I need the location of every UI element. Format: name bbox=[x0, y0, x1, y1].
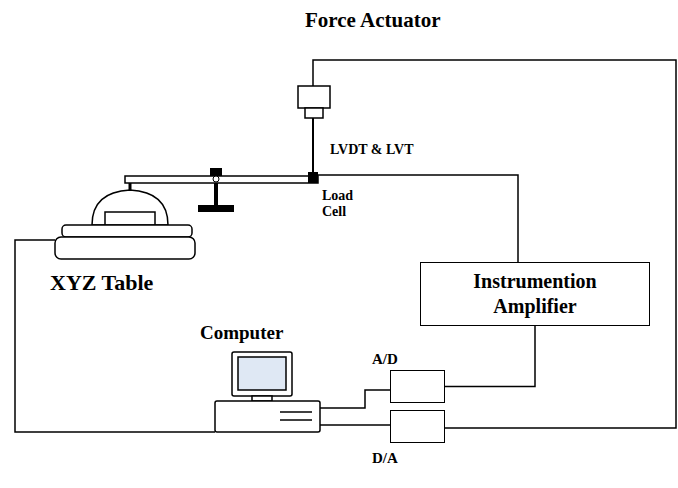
xyz-table bbox=[55, 190, 195, 259]
converter-box: A/D bbox=[372, 350, 445, 403]
converter-outline bbox=[390, 410, 445, 443]
converter-outline bbox=[390, 370, 445, 403]
load-cell-label: Load Cell bbox=[322, 188, 362, 220]
table-wire bbox=[15, 240, 215, 432]
actuator-wire bbox=[313, 60, 676, 428]
computer-da-wire bbox=[320, 424, 390, 426]
box-text: Instrumention Amplifier bbox=[433, 269, 637, 319]
sensor-label: LVDT & LVT bbox=[330, 142, 414, 158]
load-cell-wire bbox=[318, 175, 518, 262]
computer-ad-wire bbox=[320, 390, 390, 408]
converter-label: D/A bbox=[372, 449, 445, 467]
computer-label: Computer bbox=[200, 322, 283, 344]
computer-illustration bbox=[215, 352, 320, 432]
converter-label: A/D bbox=[372, 350, 445, 368]
actuator-label: Force Actuator bbox=[305, 8, 440, 32]
signal-wire bbox=[445, 326, 535, 387]
wires bbox=[15, 60, 676, 432]
force-actuator bbox=[298, 86, 330, 176]
converter-box: D/A bbox=[372, 410, 445, 467]
amplifier-box: Instrumention Amplifier bbox=[420, 262, 650, 326]
table-label: XYZ Table bbox=[50, 270, 153, 295]
amplifier-outline: Instrumention Amplifier bbox=[420, 262, 650, 326]
pivot-support bbox=[198, 168, 234, 212]
